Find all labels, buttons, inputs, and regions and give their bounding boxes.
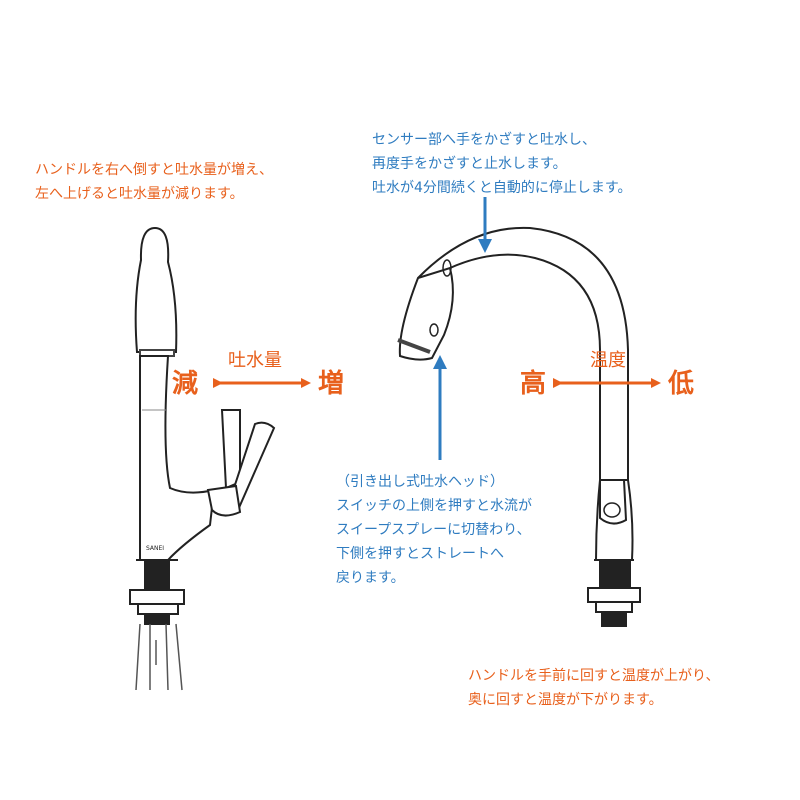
sensor-note-line2: 再度手をかざすと止水します。 xyxy=(372,156,567,172)
head-note-line3: スイープスプレーに切替わり、 xyxy=(336,522,531,538)
sensor-note-line1: センサー部へ手をかざすと吐水し、 xyxy=(372,132,596,148)
flow-increase-label: 増 xyxy=(318,369,345,399)
left-note-line2: 左へ上げると吐水量が減ります。 xyxy=(35,186,244,202)
left-note-line1: ハンドルを右へ倒すと吐水量が増え、 xyxy=(35,162,273,178)
bottom-note-line2: 奥に回すと温度が下がります。 xyxy=(468,692,663,708)
right-faucet xyxy=(397,226,641,627)
svg-text:SANEI: SANEI xyxy=(146,545,164,552)
head-note-line5: 戻ります。 xyxy=(336,570,405,586)
left-faucet: SANEI xyxy=(129,226,276,691)
flow-title: 吐水量 xyxy=(228,350,282,371)
right-faucet-spout xyxy=(417,226,629,480)
bottom-note-line1: ハンドルを手前に回すと温度が上がり、 xyxy=(468,668,720,684)
left-faucet-body xyxy=(139,355,216,561)
head-note-line1: （引き出し式吐水ヘッド） xyxy=(336,474,504,490)
sensor-note-line3: 吐水が4分間続くと自動的に停止します。 xyxy=(372,180,632,196)
right-faucet-head xyxy=(398,266,454,361)
temp-low-label: 低 xyxy=(668,369,695,399)
flow-decrease-label: 減 xyxy=(172,369,199,399)
left-faucet-head xyxy=(134,226,178,353)
head-note-line4: 下側を押すとストレートへ xyxy=(336,546,504,562)
temp-title: 温度 xyxy=(590,350,626,371)
head-note-line2: スイッチの上側を押すと水流が xyxy=(336,498,532,514)
temp-high-label: 高 xyxy=(520,369,547,399)
